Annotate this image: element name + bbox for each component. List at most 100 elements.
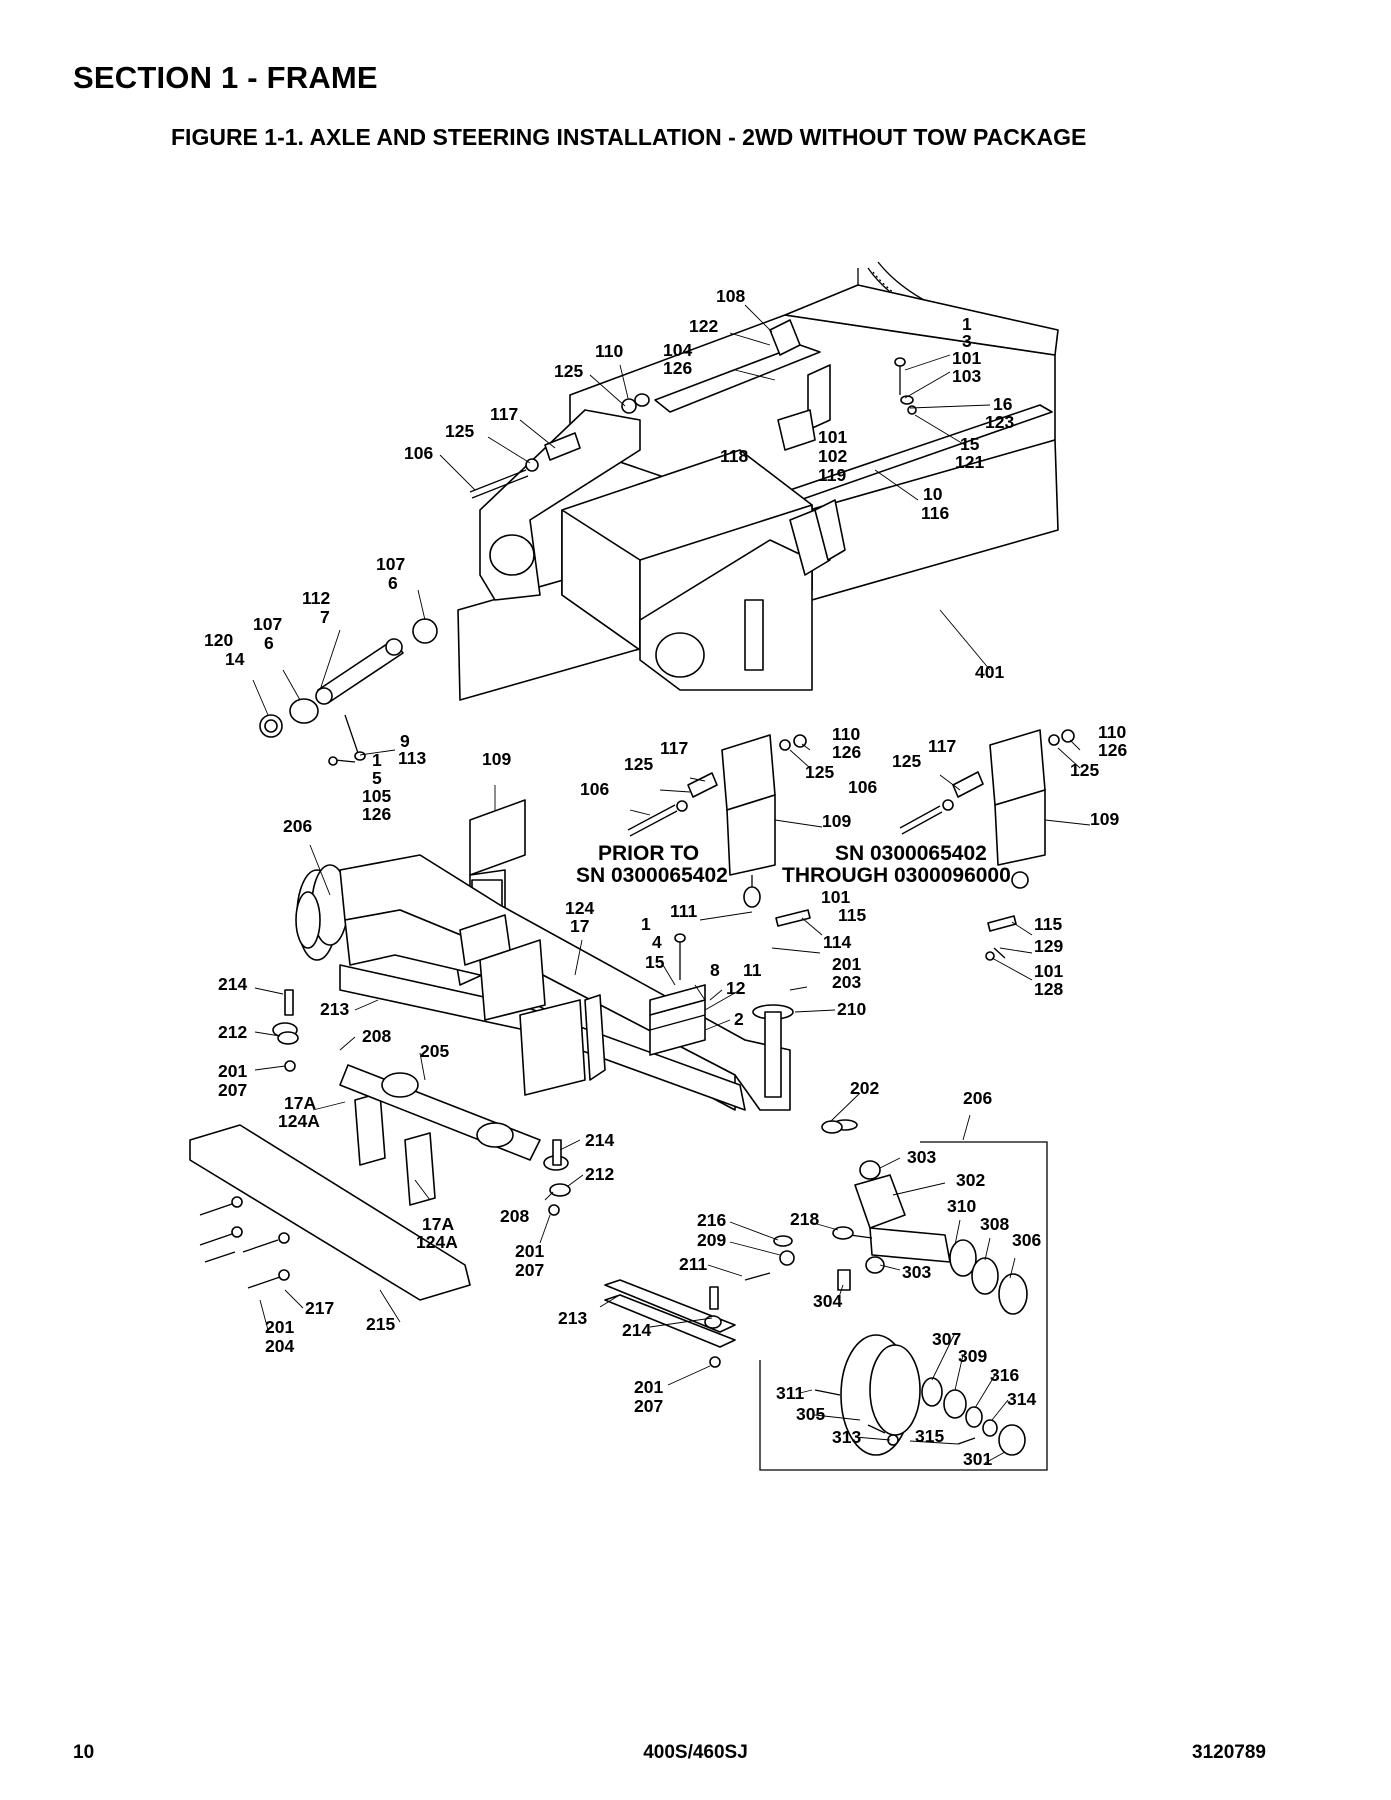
callout: 310 [947,1196,976,1216]
callout: 307 [932,1329,961,1349]
callout: 309 [958,1346,987,1366]
callout: 1 [372,750,382,770]
figure-title: FIGURE 1-1. AXLE AND STEERING INSTALLATI… [171,124,1087,150]
callout: 106 [848,777,877,797]
callout: 116 [921,503,949,523]
callout: 208 [500,1206,529,1226]
callout: 109 [1090,809,1119,829]
callout: 17A [422,1214,454,1234]
callout: 303 [902,1262,931,1282]
callout: 11 [743,960,762,980]
callout: 218 [790,1209,819,1229]
callout: 110 [832,724,860,744]
callout: 206 [283,816,312,836]
frame-assembly [457,261,1059,701]
range-start-serial: SN 0300065402 [835,842,987,865]
callout: 124A [416,1232,458,1252]
callout: 9 [400,731,410,751]
callout: 117 [928,736,956,756]
callout: 125 [445,421,474,441]
callout: 205 [420,1041,449,1061]
callout: 16 [993,394,1013,414]
callout: 210 [837,999,866,1019]
callout: 316 [990,1365,1019,1385]
callout: 106 [580,779,609,799]
callout: 101 [818,427,847,447]
callout: 216 [697,1210,726,1230]
callout: 201 [218,1061,247,1081]
callout: 122 [689,316,718,336]
range-through-serial: THROUGH 0300096000 [782,864,1011,887]
callout: 102 [818,446,847,466]
spindle-hub-detail [744,1141,1048,1471]
pivot-pin-group [259,618,438,766]
callout: 107 [253,614,282,634]
callout: 201 [515,1241,544,1261]
callout: 126 [1098,740,1127,760]
callout: 315 [915,1426,944,1446]
serial-number-notes: PRIOR TO SN 0300065402 SN 0300065402 THR… [576,842,1011,887]
steering-cylinder-right [989,729,1075,889]
callout: 109 [822,811,851,831]
callout: 126 [832,742,861,762]
callout: 111 [670,901,698,921]
callout: 201 [634,1377,663,1397]
callout: 301 [963,1449,992,1469]
callout: 8 [710,960,720,980]
callout: 124 [565,898,594,918]
callout: 305 [796,1404,825,1424]
callout: 125 [554,361,583,381]
cylinder-fasteners [627,771,1017,961]
callout: 208 [362,1026,391,1046]
callout: 14 [225,649,245,669]
callout: 3 [962,331,972,351]
callout: 213 [320,999,349,1019]
callout: 123 [985,412,1014,432]
callout: 314 [1007,1389,1036,1409]
callout: 202 [850,1078,879,1098]
callout: 124A [278,1111,320,1131]
callout: 304 [813,1291,842,1311]
callout: 110 [595,341,623,361]
callout: 201 [832,954,861,974]
callout: 214 [585,1130,614,1150]
callout: 12 [726,978,746,998]
callout: 302 [956,1170,985,1190]
callout: 214 [218,974,247,994]
callout: 106 [404,443,433,463]
callout: 107 [376,554,405,574]
callout: 313 [832,1427,861,1447]
callout: 212 [218,1022,247,1042]
leader-lines [252,304,1091,1464]
callout: 104 [663,340,692,360]
callout: 125 [624,754,653,774]
callout: 117 [490,404,518,424]
document-number: 3120789 [1192,1742,1266,1763]
axle-assembly [189,854,858,1368]
callout: 109 [482,749,511,769]
callout: 2 [734,1009,744,1029]
callout: 15 [645,952,665,972]
callout: 110 [1098,722,1126,742]
callout: 128 [1034,979,1063,999]
model-number: 400S/460SJ [643,1742,748,1763]
callout: 217 [305,1298,334,1318]
callout: 119 [818,465,846,485]
page-number: 10 [73,1742,95,1763]
callout: 120 [204,630,233,650]
callout: 121 [955,452,984,472]
callout: 117 [660,738,688,758]
callout: 306 [1012,1230,1041,1250]
callout: 211 [679,1254,707,1274]
callout: 113 [398,748,426,768]
steering-cylinder-center [721,734,807,908]
callout: 114 [823,932,851,952]
callout: 201 [265,1317,294,1337]
callout: 6 [264,633,274,653]
callout: 118 [720,446,748,466]
callout: 1 [641,914,651,934]
callout: 206 [963,1088,992,1108]
callout: 126 [362,804,391,824]
section-title: SECTION 1 - FRAME [73,60,378,95]
